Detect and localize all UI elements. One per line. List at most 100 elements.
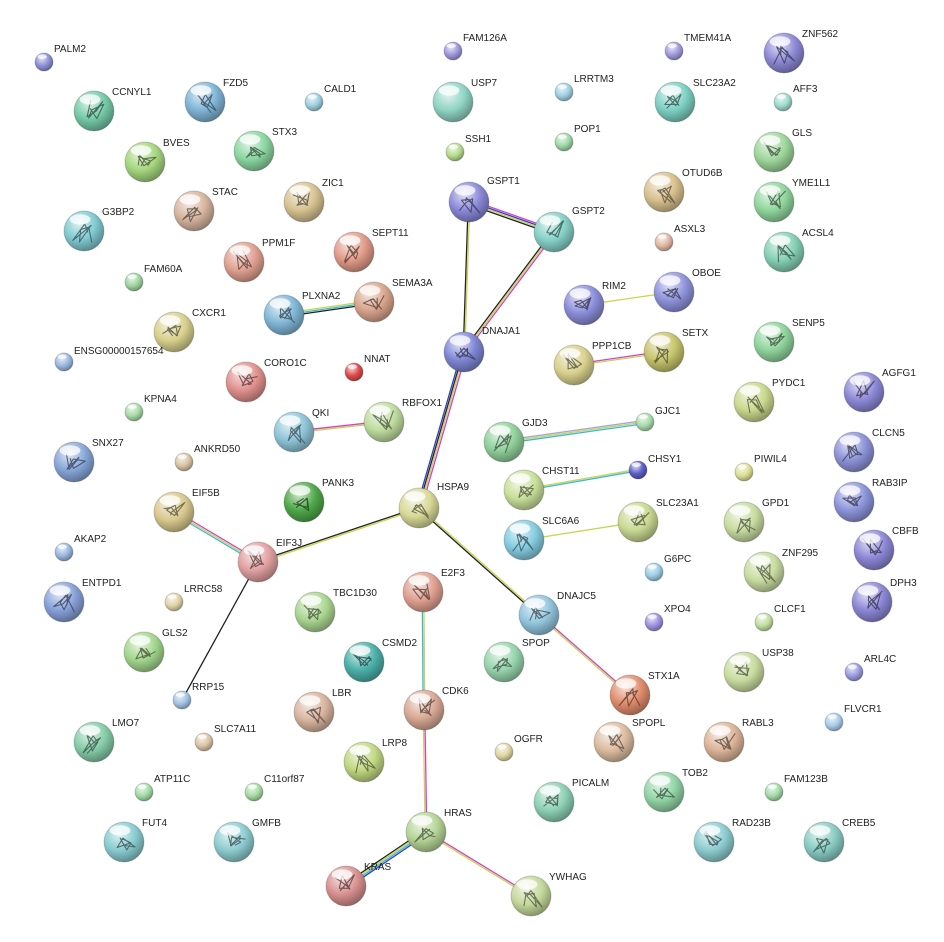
edge-eif3j-rrp15[interactable]	[181, 561, 259, 701]
node-znf562[interactable]: ZNF562	[763, 29, 839, 74]
node-cbfb[interactable]: CBFB	[853, 526, 919, 571]
node-creb5[interactable]: CREB5	[803, 818, 876, 863]
node-pank3[interactable]: PANK3	[283, 478, 354, 523]
edge-cdk6-hras[interactable]	[422, 709, 428, 833]
node-gspt1[interactable]: GSPT1	[448, 176, 520, 223]
edge-gspt2-dnaja1[interactable]	[462, 230, 556, 354]
node-lmo7[interactable]: LMO7	[73, 718, 140, 763]
node-gls[interactable]: GLS	[753, 128, 812, 173]
edge-hras-ywhag[interactable]	[425, 830, 532, 898]
node-eif5b[interactable]: EIF5B	[153, 488, 220, 533]
node-piwil4[interactable]: PIWIL4	[734, 454, 787, 482]
node-znf295[interactable]: ZNF295	[743, 548, 819, 593]
node-eif3j[interactable]: EIF3J	[237, 538, 302, 583]
node-gls2[interactable]: GLS2	[123, 628, 188, 673]
node-rbfox1[interactable]: RBFOX1	[363, 398, 442, 443]
node-senp5[interactable]: SENP5	[753, 318, 825, 363]
node-e2f3[interactable]: E2F3	[402, 568, 465, 613]
node-ssh1[interactable]: SSH1	[445, 134, 492, 162]
node-atp11c[interactable]: ATP11C	[134, 774, 190, 802]
node-rim2[interactable]: RIM2	[563, 281, 626, 326]
node-c11orf87[interactable]: C11orf87	[244, 774, 305, 802]
node-hras[interactable]: HRAS	[405, 808, 472, 853]
node-stac[interactable]: STAC	[173, 187, 238, 232]
node-ppp1cb[interactable]: PPP1CB	[553, 341, 632, 386]
edge-gjd3-gjc1[interactable]	[503, 419, 646, 445]
node-lbr[interactable]: LBR	[293, 688, 351, 733]
node-lrrc58[interactable]: LRRC58	[164, 584, 223, 612]
node-tob2[interactable]: TOB2	[643, 768, 708, 813]
edge-dnajc5-stx1a[interactable]	[538, 613, 631, 697]
node-oboe[interactable]: OBOE	[653, 268, 721, 313]
edge-eif3j-hspa9[interactable]	[257, 506, 420, 564]
edge-hspa9-dnajc5[interactable]	[418, 506, 540, 617]
node-gpd1[interactable]: GPD1	[723, 498, 790, 543]
node-acsl4[interactable]: ACSL4	[763, 228, 834, 273]
node-slc23a2[interactable]: SLC23A2	[654, 78, 736, 123]
node-cald1[interactable]: CALD1	[304, 84, 357, 112]
node-chsy1[interactable]: CHSY1	[628, 454, 682, 480]
node-ensg00000157654[interactable]: ENSG00000157654	[54, 346, 164, 372]
node-pop1[interactable]: POP1	[554, 124, 601, 152]
node-sept11[interactable]: SEPT11	[333, 228, 409, 273]
node-rab3ip[interactable]: RAB3IP	[833, 478, 908, 523]
node-asxl3[interactable]: ASXL3	[654, 224, 706, 252]
node-plxna2[interactable]: PLXNA2	[263, 291, 341, 336]
node-lrp8[interactable]: LRP8	[343, 738, 407, 783]
node-ppm1f[interactable]: PPM1F	[223, 238, 295, 283]
node-ankrd50[interactable]: ANKRD50	[174, 444, 241, 472]
node-gjc1[interactable]: GJC1	[635, 406, 681, 432]
node-kpna4[interactable]: KPNA4	[124, 394, 177, 422]
node-akap2[interactable]: AKAP2	[54, 534, 107, 562]
node-zic1[interactable]: ZIC1	[283, 178, 344, 223]
node-setx[interactable]: SETX	[643, 328, 708, 373]
node-slc7a11[interactable]: SLC7A11	[194, 724, 257, 752]
node-bves[interactable]: BVES	[124, 138, 190, 183]
node-clcn5[interactable]: CLCN5	[833, 428, 905, 473]
node-chst11[interactable]: CHST11	[503, 466, 580, 511]
node-slc23a1[interactable]: SLC23A1	[617, 498, 699, 543]
node-qki[interactable]: QKI	[273, 408, 329, 453]
node-tmem41a[interactable]: TMEM41A	[664, 33, 732, 61]
node-aff3[interactable]: AFF3	[773, 84, 818, 112]
node-snx27[interactable]: SNX27	[53, 438, 124, 483]
node-ccnyl1[interactable]: CCNYL1	[73, 87, 152, 132]
node-otud6b[interactable]: OTUD6B	[643, 168, 723, 213]
node-kras[interactable]: KRAS	[325, 862, 392, 907]
node-agfg1[interactable]: AGFG1	[843, 368, 916, 413]
node-dnajc5[interactable]: DNAJC5	[518, 591, 596, 636]
node-cdk6[interactable]: CDK6	[403, 686, 469, 731]
node-entpd1[interactable]: ENTPD1	[43, 578, 122, 623]
node-g6pc[interactable]: G6PC	[644, 554, 691, 582]
node-dph3[interactable]: DPH3	[851, 578, 917, 623]
node-rad23b[interactable]: RAD23B	[693, 818, 771, 863]
node-fam123b[interactable]: FAM123B	[764, 774, 828, 802]
node-palm2[interactable]: PALM2	[34, 44, 86, 72]
node-stx3[interactable]: STX3	[233, 127, 297, 172]
node-pydc1[interactable]: PYDC1	[733, 378, 806, 423]
node-ogfr[interactable]: OGFR	[494, 734, 543, 762]
node-fam60a[interactable]: FAM60A	[124, 264, 183, 292]
edge-gspt1-dnaja1[interactable]	[462, 201, 471, 353]
node-gmfb[interactable]: GMFB	[213, 818, 281, 863]
node-dnaja1[interactable]: DNAJA1	[443, 326, 521, 373]
node-stx1a[interactable]: STX1A	[609, 671, 680, 716]
node-xpo4[interactable]: XPO4	[644, 604, 691, 632]
node-coro1c[interactable]: CORO1C	[225, 358, 307, 403]
node-arl4c[interactable]: ARL4C	[844, 654, 896, 682]
node-gspt2[interactable]: GSPT2	[533, 206, 605, 253]
node-fut4[interactable]: FUT4	[103, 818, 167, 863]
node-usp7[interactable]: USP7	[432, 78, 498, 123]
node-slc6a6[interactable]: SLC6A6	[503, 516, 580, 561]
node-spop[interactable]: SPOP	[483, 638, 550, 683]
node-csmd2[interactable]: CSMD2	[343, 638, 417, 683]
node-usp38[interactable]: USP38	[723, 648, 794, 693]
node-picalm[interactable]: PICALM	[533, 778, 609, 823]
node-g3bp2[interactable]: G3BP2	[63, 207, 135, 252]
node-cxcr1[interactable]: CXCR1	[153, 308, 226, 353]
node-flvcr1[interactable]: FLVCR1	[824, 704, 882, 732]
node-sema3a[interactable]: SEMA3A	[353, 278, 433, 323]
node-nnat[interactable]: NNAT	[344, 354, 390, 382]
node-lrrtm3[interactable]: LRRTM3	[554, 74, 614, 102]
node-gjd3[interactable]: GJD3	[483, 418, 548, 463]
